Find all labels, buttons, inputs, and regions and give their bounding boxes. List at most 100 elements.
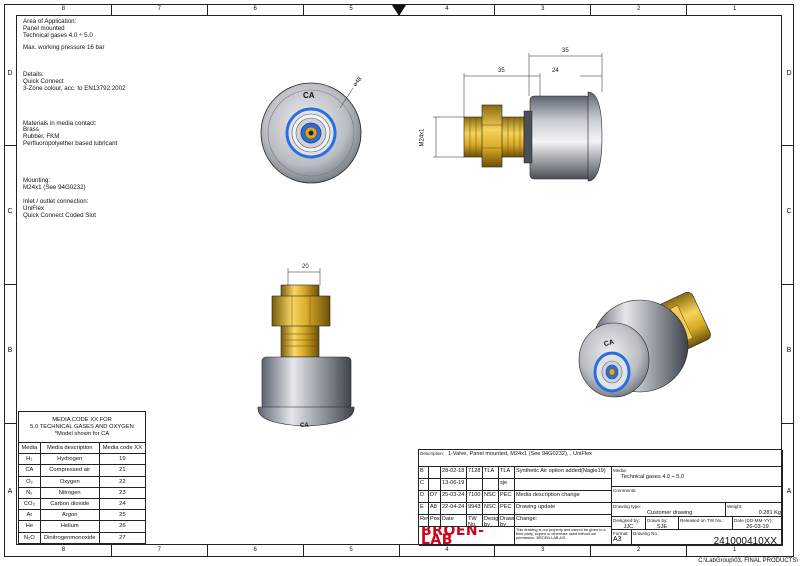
details-line: Quick Connect	[23, 77, 64, 85]
brand-logo: BROEN-LAB	[419, 527, 515, 546]
tw-header: TW No.	[467, 515, 483, 527]
iso-view	[578, 292, 711, 398]
drawing-type-cell: Drawing type: Customer drawing	[612, 503, 726, 517]
zone-divider	[4, 423, 16, 424]
zone-col: 3	[494, 545, 590, 556]
materials-line: Brass	[23, 126, 39, 134]
drawing-type-label: Drawing type:	[613, 504, 642, 509]
media-code-cell: 24	[98, 497, 147, 511]
zone-col: 7	[110, 4, 207, 15]
inlet-line: Quick Connect Coded Slot	[23, 211, 96, 219]
zone-row-left: B	[7, 347, 13, 354]
bottom-view	[257, 268, 355, 427]
center-marker-icon	[392, 5, 406, 16]
mounting-title: Mounting:	[23, 176, 51, 184]
date-cell: 22-04-24	[441, 503, 467, 515]
rev-cell: E	[419, 503, 429, 515]
area-title: Area of Application:	[23, 18, 77, 25]
media-title-line: *Model shown for CA	[54, 430, 110, 437]
materials-line: Rubber, FKM	[23, 133, 60, 141]
date-cell: Date (DD-MM-YY): 26-03-19	[733, 517, 783, 530]
change-cell	[515, 479, 612, 491]
zone-divider	[782, 423, 794, 424]
bottom-dim: 20	[302, 264, 309, 270]
zone-col: 2	[590, 4, 686, 15]
pos-cell	[429, 467, 441, 479]
design-cell	[483, 479, 499, 491]
change-cell: Media description change	[515, 491, 612, 503]
copyright-note: This drawing is our property and cannot …	[515, 527, 612, 546]
media-value: Technical gases 4.0 ÷ 5.0	[621, 474, 685, 480]
zone-col: 8	[61, 547, 66, 553]
spec-notes: Area of Application: Panel mounted Techn…	[23, 18, 126, 226]
header-code: Media code XX	[98, 441, 147, 455]
media-desc-cell: Compressed air	[39, 464, 100, 477]
inlet-line: UniFlex	[23, 205, 44, 213]
media-cell: CA	[18, 464, 41, 477]
date-cell: 13-06-19	[441, 479, 467, 491]
zone-col: 6	[206, 545, 303, 556]
front-view	[260, 82, 362, 184]
zone-col: 1	[686, 4, 782, 15]
weight-cell: Weight: 0.281 Kg	[726, 503, 783, 517]
media-code-cell: 19	[98, 453, 147, 466]
design-cell: TLA	[483, 467, 499, 479]
media-desc-cell: Dinitrogenmonoxide	[39, 531, 100, 544]
side-dim-total: 35	[562, 48, 569, 54]
zone-divider	[4, 284, 16, 285]
mounting-block: Mounting: M24x1 (See 94G0232)	[23, 176, 126, 192]
media-title-line: 5.0 TECHNICAL GASES AND OXYGEN	[30, 423, 134, 430]
area-block: Area of Application: Panel mounted Techn…	[23, 18, 126, 52]
zone-divider	[782, 284, 794, 285]
tw-cell	[467, 479, 483, 491]
design-header: Design by	[483, 515, 499, 527]
media-desc-cell: Argon	[39, 509, 100, 522]
media-desc-cell: Carbon dioxide	[39, 497, 100, 511]
zone-row-right: D	[786, 70, 792, 77]
rev-header: Rev	[419, 515, 429, 527]
drawn-value: SJE	[656, 524, 668, 530]
zone-col: 7	[110, 545, 207, 556]
media-table-header: Media Media description Media code XX	[18, 441, 147, 455]
media-title-line: MEDIA CODE XX FOR	[52, 416, 112, 423]
zone-col: 4	[398, 545, 495, 556]
rev-cell: B	[419, 467, 429, 479]
drawing-no-label: Drawing No.:	[633, 531, 660, 536]
zone-row-right: A	[786, 488, 792, 495]
area-line: Technical gases 4.0 ÷ 5.0	[23, 31, 93, 39]
change-cell: Drawing update	[515, 503, 612, 515]
drawn-label: Drawn by:	[647, 518, 668, 523]
design-cell: NSC	[483, 491, 499, 503]
header-media: Media	[18, 441, 41, 455]
weight-label: Weight:	[727, 504, 743, 509]
media-cell: CO₂	[18, 497, 41, 511]
media-cell: Media: Technical gases 4.0 ÷ 5.0	[612, 467, 783, 487]
media-cell: N₂	[18, 486, 41, 499]
pos-cell: D7	[429, 491, 441, 503]
zone-row-left: A	[7, 488, 13, 495]
drawn-cell: PEC	[499, 503, 515, 515]
format-value: A3	[613, 536, 622, 543]
inlet-block: Inlet / outlet connection: UniFlex Quick…	[23, 199, 126, 219]
pos-cell: A8	[429, 503, 441, 515]
zone-row-left: D	[7, 70, 13, 77]
media-desc-cell: Hydrogen	[39, 453, 100, 466]
drawing-no-cell: Drawing No.: 241000410XX	[632, 530, 783, 546]
designed-value: JJC	[623, 524, 634, 530]
drawn-cell: PEC	[499, 491, 515, 503]
drawing-type-value: Customer drawing	[647, 510, 693, 516]
pos-header: Pos	[429, 515, 441, 527]
zone-col: 8	[61, 6, 66, 12]
media-desc-cell: Oxygen	[39, 475, 100, 488]
description-label: Description:	[420, 451, 445, 456]
materials-title: Materials in media contact:	[23, 119, 97, 127]
details-block: Details: Quick Connect 3-Zone colour, ac…	[23, 71, 126, 92]
